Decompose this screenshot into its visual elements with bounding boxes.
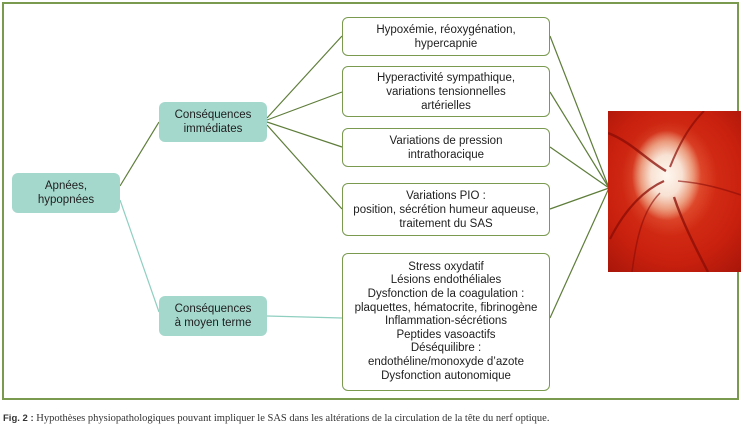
node-pression-intrathoracique: Variations de pression intrathoracique (342, 128, 550, 167)
node-mid-term-label: Stress oxydatif Lésions endothéliales Dy… (354, 260, 538, 382)
node-variations-pio: Variations PIO : position, sécrétion hum… (342, 183, 550, 236)
link-root-midterm (119, 199, 160, 313)
link-r1-eye (549, 35, 610, 189)
node-apnees-label: Apnées, hypopnées (37, 180, 95, 206)
node-pression-label: Variations de pression intrathoracique (389, 134, 503, 161)
caption-text: Hypothèses physiopathologiques pouvant i… (33, 413, 550, 424)
link-r2-eye (549, 91, 610, 189)
optic-disc-fundus-photo (608, 111, 741, 272)
link-immediate-r2 (266, 91, 343, 121)
link-midterm-r5 (266, 315, 343, 319)
fundus-vessels (608, 111, 741, 272)
figure-caption: Fig. 2 : Hypothèses physiopathologiques … (3, 413, 743, 424)
node-consequences-moyen-terme: Conséquences à moyen terme (159, 296, 267, 336)
node-consequences-immediates: Conséquences immédiates (159, 102, 267, 142)
node-hyperactivite-label: Hyperactivité sympathique, variations te… (376, 71, 516, 112)
link-r5-eye (549, 187, 610, 319)
link-r3-eye (549, 146, 610, 189)
link-immediate-r3 (266, 121, 343, 148)
node-moyen-terme-label: Conséquences à moyen terme (174, 303, 252, 329)
node-hyperactivite: Hyperactivité sympathique, variations te… (342, 66, 550, 117)
link-root-immediate (119, 121, 160, 187)
node-hypoxemie: Hypoxémie, réoxygénation, hypercapnie (342, 17, 550, 56)
node-immediates-label: Conséquences immédiates (174, 109, 252, 135)
node-hypoxemie-label: Hypoxémie, réoxygénation, hypercapnie (376, 23, 516, 50)
node-pio-label: Variations PIO : position, sécrétion hum… (353, 189, 539, 230)
caption-label: Fig. 2 : (3, 413, 34, 424)
link-r4-eye (549, 187, 610, 210)
node-apnees: Apnées, hypopnées (12, 173, 120, 213)
link-immediate-r1 (266, 35, 343, 119)
node-mid-term-effects: Stress oxydatif Lésions endothéliales Dy… (342, 253, 550, 391)
link-immediate-r4 (266, 124, 343, 210)
